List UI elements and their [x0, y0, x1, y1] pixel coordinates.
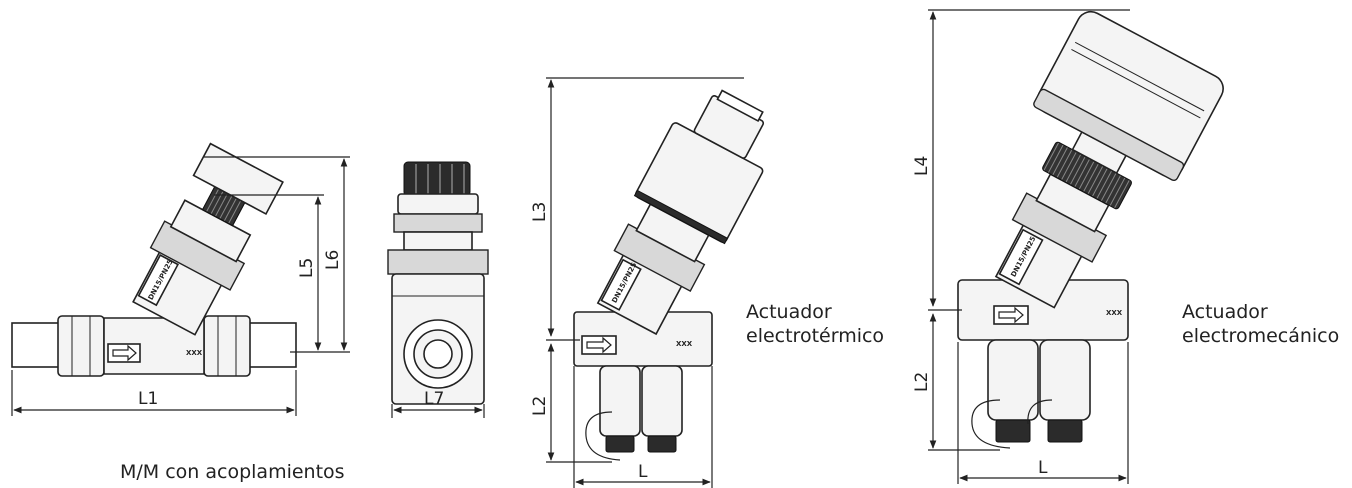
- caption-coupling: M/M con acoplamientos: [120, 461, 345, 483]
- left-coupling-tail: [11, 322, 65, 368]
- figure-electrothermal: XXX DN15/PN25 L3 L2 L: [530, 77, 884, 488]
- arrow-right-icon-3: [998, 306, 1024, 324]
- right-coupling-tail: [243, 322, 297, 368]
- code-marking-2: XXX: [676, 340, 693, 348]
- caption-electrothermal-2: electrotérmico: [746, 325, 884, 347]
- em-nipple-left: [987, 339, 1039, 421]
- inclined-bonnet: DN15/PN25: [132, 142, 284, 336]
- code-marking: XXX: [186, 349, 203, 357]
- caption-electromechanical-1: Actuador: [1182, 301, 1268, 323]
- code-marking-3: XXX: [1106, 309, 1123, 317]
- dim-label-l5: L5: [297, 258, 317, 278]
- dim-label-l3: L3: [530, 202, 550, 222]
- dim-label-l-et: L: [638, 462, 648, 482]
- left-coupling-nut: [57, 315, 105, 377]
- side-handwheel: [403, 161, 471, 197]
- em-inclined-assembly: DN15/PN25: [994, 10, 1224, 309]
- dim-label-l2-em: L2: [912, 372, 932, 392]
- dim-label-l7: L7: [424, 389, 444, 409]
- arrow-right-icon: [112, 344, 137, 362]
- et-nipple-right: [641, 365, 683, 437]
- figure-electromechanical: XXX DN15/PN25 L4 L2: [912, 9, 1339, 484]
- figure-valve-coupling: XXX DN15/PN25 L1 L5 L6 M/M con acoplamie…: [11, 142, 350, 483]
- et-nipple-left: [599, 365, 641, 437]
- dim-label-l1: L1: [138, 389, 158, 409]
- dim-label-l4: L4: [912, 156, 932, 176]
- em-nipple-right: [1039, 339, 1091, 421]
- et-inclined-assembly: DN15/PN25: [596, 89, 765, 336]
- arrow-right-icon-2: [586, 336, 612, 354]
- dim-label-l2-et: L2: [530, 396, 550, 416]
- dim-label-l6: L6: [323, 250, 343, 270]
- right-coupling-nut: [203, 315, 251, 377]
- caption-electrothermal-1: Actuador: [746, 301, 832, 323]
- dim-label-l-em: L: [1038, 458, 1048, 478]
- figure-valve-side: L7: [387, 161, 489, 418]
- caption-electromechanical-2: electromecánico: [1182, 325, 1339, 347]
